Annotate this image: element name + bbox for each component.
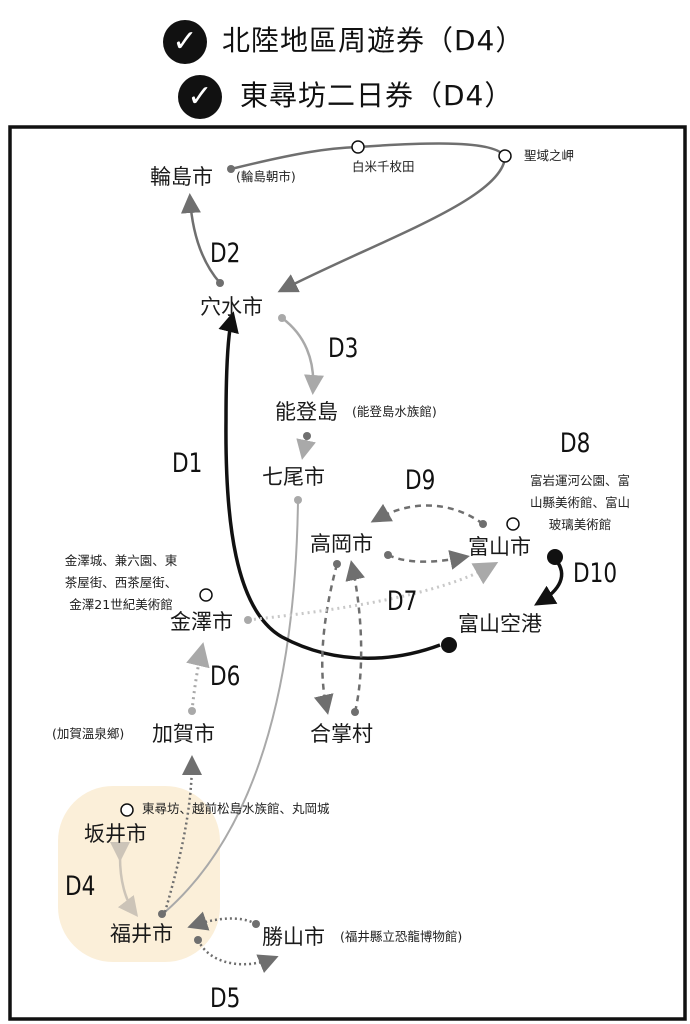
note-wajima: (輪島朝市) [236,169,296,184]
day-label-d1: D1 [172,448,203,479]
day-label-d6: D6 [210,661,241,692]
route-d5-return [187,911,257,931]
poi-marker [498,149,512,163]
check-circle-icon: ✓ [178,75,222,119]
title-tojinbo-pass: 東尋坊二日券（D4） [240,79,514,112]
city-notojima: 能登島 [275,400,338,424]
poi-marker [120,803,134,817]
route-d7-return [345,560,366,713]
city-kaga: 加賀市 [152,722,215,746]
note-line: 金澤21世紀美術館 [69,597,173,612]
city-anamizu: 穴水市 [200,295,263,319]
note-kaga: (加賀溫泉鄉) [52,726,125,741]
day-label-d10: D10 [573,558,618,589]
route-nanao-fukui [164,499,299,913]
poi-marker [199,588,213,602]
day-label-d2: D2 [210,238,241,269]
route-d4 [109,841,139,917]
city-fukui: 福井市 [110,922,173,946]
route-d9-go [387,550,470,570]
note-line: 茶屋街、西茶屋街、 [64,575,178,590]
city-sakai: 坂井市 [84,822,147,846]
day-label-d5: D5 [210,983,241,1014]
city-katsuyama: 勝山市 [262,925,325,949]
note-shiroyone: 白米千枚田 [352,159,415,174]
note-line: 玻璃美術館 [548,517,612,532]
note-line: 金澤城、兼六園、東 [64,553,178,568]
city-toyama-airport: 富山空港 [458,612,542,636]
route-d10 [533,558,564,606]
check-circle-icon: ✓ [163,20,207,64]
note-kanazawa: 金澤城、兼六園、東 茶屋街、西茶屋街、 金澤21世紀美術館 [44,550,198,616]
poi-marker [351,140,365,154]
city-kanazawa: 金澤市 [170,610,233,634]
city-wajima: 輪島市 [150,165,213,189]
route-d9-return [370,503,484,526]
day-label-d4: D4 [65,871,96,902]
note-katsuyama: (福井縣立恐龍博物館) [340,929,463,944]
city-nanao: 七尾市 [262,465,325,489]
title-hokuriku-pass: 北陸地區周遊券（D4） [222,24,525,57]
route-d2-wajima [180,193,221,284]
city-gassho: 合掌村 [310,722,373,746]
route-d5-go [196,939,279,973]
note-sakai: 東尋坊、越前松島水族館、丸岡城 [142,801,330,816]
route-d7-kanazawa-toyama [247,562,499,622]
poi-marker [506,517,520,531]
fukui-highlight [58,786,220,962]
note-line: 富岩運河公園、富 [529,473,630,488]
city-takaoka: 高岡市 [310,532,373,556]
route-d3 [281,316,324,395]
note-line: 山縣美術館、富山 [529,495,630,510]
note-notojima: (能登島水族館) [352,404,437,419]
note-seiiki: 聖域之岬 [524,148,575,163]
day-label-d9: D9 [405,465,436,496]
day-label-d7: D7 [387,586,418,617]
route-d1 [218,311,441,660]
route-d7-go [313,563,339,715]
day-label-d3: D3 [328,333,359,364]
route-d2-loop [230,142,507,293]
map-frame [8,125,687,1021]
city-toyama: 富山市 [468,535,531,559]
route-d6 [186,642,210,712]
day-label-d8: D8 [560,428,591,459]
note-toyama: 富岩運河公園、富 山縣美術館、富山 玻璃美術館 [512,470,648,536]
